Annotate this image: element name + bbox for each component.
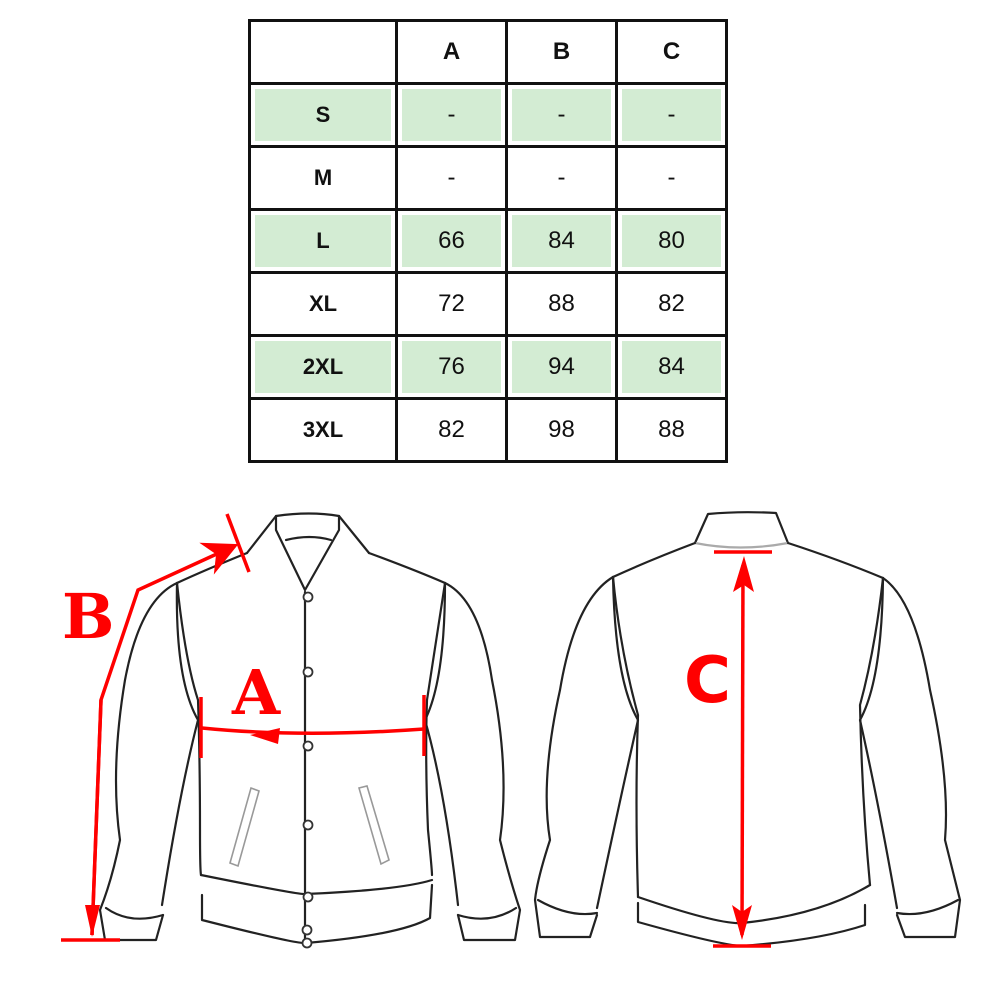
cell-c: 88 <box>615 397 728 463</box>
size-label: 2XL <box>248 334 398 400</box>
cell-b: 94 <box>505 334 618 400</box>
cell-a: 66 <box>395 208 508 274</box>
label-b: B <box>62 580 114 653</box>
size-label: L <box>248 208 398 274</box>
cell-c: - <box>615 82 728 148</box>
table-row-xl: XL 72 88 82 <box>248 271 728 337</box>
size-label: M <box>248 145 398 211</box>
size-label: S <box>248 82 398 148</box>
sleeve-measurement-b <box>61 513 251 942</box>
cell-b: - <box>505 145 618 211</box>
cell-a: - <box>395 82 508 148</box>
size-chart-table: A B C S - - - M - - - L 66 84 80 XL 72 8… <box>248 19 728 463</box>
cell-a: 72 <box>395 271 508 337</box>
size-label: XL <box>248 271 398 337</box>
cell-c: 82 <box>615 271 728 337</box>
cell-b: 84 <box>505 208 618 274</box>
header-c: C <box>615 19 728 85</box>
cell-a: 76 <box>395 334 508 400</box>
chest-measurement-a <box>199 695 426 758</box>
front-pockets <box>229 785 390 868</box>
table-row-s: S - - - <box>248 82 728 148</box>
table-row-l: L 66 84 80 <box>248 208 728 274</box>
cell-a: 82 <box>395 397 508 463</box>
cell-c: - <box>615 145 728 211</box>
table-row-2xl: 2XL 76 94 84 <box>248 334 728 400</box>
header-corner <box>248 19 398 85</box>
cell-c: 80 <box>615 208 728 274</box>
cell-b: - <box>505 82 618 148</box>
length-measurement-c <box>713 550 772 948</box>
label-c: C <box>684 644 731 718</box>
table-row-3xl: 3XL 82 98 88 <box>248 397 728 463</box>
jacket-measurement-diagram: A B C <box>61 511 962 949</box>
label-a: A <box>231 656 281 729</box>
cell-b: 98 <box>505 397 618 463</box>
size-label: 3XL <box>248 397 398 463</box>
cell-a: - <box>395 145 508 211</box>
header-b: B <box>505 19 618 85</box>
header-a: A <box>395 19 508 85</box>
cell-c: 84 <box>615 334 728 400</box>
front-jacket-outline <box>98 512 522 947</box>
front-buttons <box>301 591 314 949</box>
table-header-row: A B C <box>248 19 728 85</box>
table-row-m: M - - - <box>248 145 728 211</box>
cell-b: 88 <box>505 271 618 337</box>
